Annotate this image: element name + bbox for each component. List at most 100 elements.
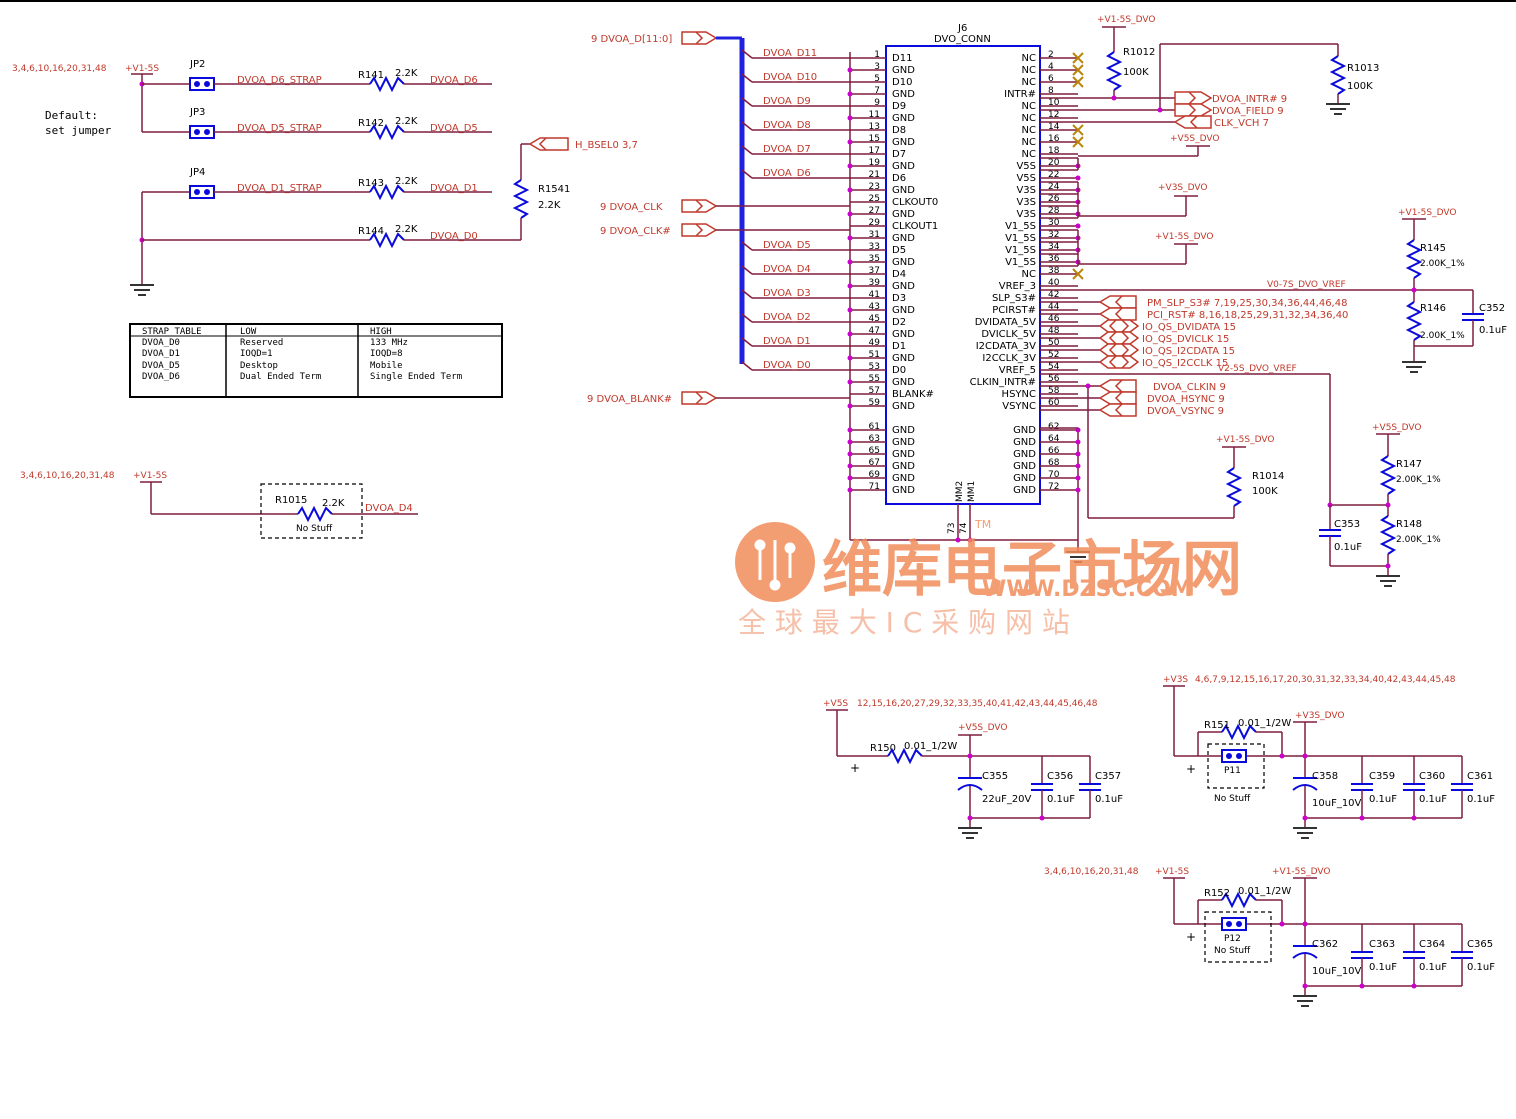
pin-name: D9 xyxy=(892,101,906,112)
c364-ref: C364 xyxy=(1419,939,1445,950)
v15-filter: 3,4,6,10,16,20,31,48 +V1-5S + R152 0.01_… xyxy=(1044,867,1495,1007)
r142-resistor xyxy=(369,123,405,141)
pin-name: NC xyxy=(1022,113,1036,124)
pin-name: D2 xyxy=(892,317,906,328)
r1012-ref: R1012 xyxy=(1123,47,1155,58)
pin-number: 9 xyxy=(874,98,880,108)
p11-jumper xyxy=(1221,749,1247,763)
pin-name: V1_5S xyxy=(1005,221,1036,232)
pin-number: 37 xyxy=(869,266,880,276)
no-connect-mark xyxy=(1072,268,1084,280)
h-bsel0-label: H_BSEL0 3,7 xyxy=(575,140,638,151)
strap-table-high: HIGH xyxy=(370,327,392,337)
r148-ref: R148 xyxy=(1396,519,1422,530)
blank-port xyxy=(681,391,718,405)
p11-nostuff: No Stuff xyxy=(1214,794,1251,804)
watermark: 维库电子市场网 TM WWW.DZSC.COM 全 球 最 大 I C 采 购 … xyxy=(735,518,1242,639)
pin-number: 22 xyxy=(1048,170,1059,180)
no-connect-mark xyxy=(1072,76,1084,88)
v3sdvo-label: +V3S_DVO xyxy=(1158,183,1208,193)
pin-name: SLP_S3# xyxy=(992,293,1036,304)
pin-number: 72 xyxy=(1048,482,1059,492)
c353-val: 0.1uF xyxy=(1334,542,1362,553)
pin-name: V5S xyxy=(1016,161,1036,172)
pin-number: 67 xyxy=(869,458,880,468)
pin-name: NC xyxy=(1022,149,1036,160)
r1014-resistor xyxy=(1225,467,1243,507)
j6-right-network: +V1-5S_DVO R1012 100K R1013 100K xyxy=(1040,15,1507,587)
r152-val: 0.01_1/2W xyxy=(1238,886,1291,897)
c365-ref: C365 xyxy=(1467,939,1493,950)
pin-number: 6 xyxy=(1048,74,1054,84)
pin-number: 64 xyxy=(1048,434,1060,444)
offsheet-label: DVOA_HSYNC 9 xyxy=(1147,394,1225,405)
offsheet-label: DVOA_FIELD 9 xyxy=(1212,106,1284,117)
jp4-jumper xyxy=(189,185,215,199)
net-d4: DVOA_D4 xyxy=(365,503,413,514)
offsheet-port: DVOA_VSYNC 9 xyxy=(1098,403,1224,417)
c360-ref: C360 xyxy=(1419,771,1445,782)
pin-name: V3S xyxy=(1016,209,1036,220)
left-ports: 9 DVOA_CLK 9 DVOA_CLK# 9 DVOA_BLANK# xyxy=(587,199,850,405)
nostuff-box xyxy=(260,483,363,539)
r144-val: 2.2K xyxy=(395,224,418,235)
r1015-nostuff: No Stuff xyxy=(296,524,333,534)
pin-number: 35 xyxy=(869,254,880,264)
pin-number: 55 xyxy=(869,374,880,384)
r141-val: 2.2K xyxy=(395,68,418,79)
v5s-rail-label: +V5S xyxy=(823,699,848,709)
c365-val: 0.1uF xyxy=(1467,962,1495,973)
c352-ref: C352 xyxy=(1479,303,1505,314)
pin-number: 16 xyxy=(1048,134,1060,144)
pin-number: 59 xyxy=(869,398,881,408)
pin-number: 1 xyxy=(874,50,880,60)
watermark-slogan: 全 球 最 大 I C 采 购 网 站 xyxy=(738,606,1070,639)
bus-net-label: DVOA_D6 xyxy=(763,168,811,179)
c359-val: 0.1uF xyxy=(1369,794,1397,805)
c362-ref: C362 xyxy=(1312,939,1338,950)
pin-name: GND xyxy=(1013,461,1036,472)
pin-number: 41 xyxy=(869,290,880,300)
bus-net-label: DVOA_D11 xyxy=(763,48,817,59)
bus-net-label: DVOA_D2 xyxy=(763,312,811,323)
pin-name: GND xyxy=(1013,425,1036,436)
pin-name: GND xyxy=(892,329,915,340)
pin-number: 25 xyxy=(869,194,880,204)
pin-number: 7 xyxy=(874,86,880,96)
v15-filter-rail: +V1-5S xyxy=(1155,867,1189,877)
pin-name: NC xyxy=(1022,77,1036,88)
v5sdvo2-label: +V5S_DVO xyxy=(1372,423,1422,433)
pin-number: 60 xyxy=(1048,398,1060,408)
c353-ref: C353 xyxy=(1334,519,1360,530)
pin-name: DVICLK_5V xyxy=(981,329,1036,340)
offsheet-label: CLK_VCH 7 xyxy=(1214,118,1269,129)
h-bsel0-port xyxy=(528,137,569,151)
pin-number: 69 xyxy=(869,470,881,480)
jp3-jumper xyxy=(189,125,215,139)
pin-number: 20 xyxy=(1048,158,1060,168)
mm2-label: MM2 xyxy=(955,481,965,502)
strap-table: STRAP TABLE LOW HIGH DVOA_D0 Reserved 13… xyxy=(129,323,503,398)
r1013-ref: R1013 xyxy=(1347,63,1379,74)
r1015-refs: 3,4,6,10,16,20,31,48 xyxy=(20,471,115,481)
pin-name: V1_5S xyxy=(1005,233,1036,244)
offsheet-port: CLK_VCH 7 xyxy=(1173,115,1269,129)
bus-net-label: DVOA_D9 xyxy=(763,96,811,107)
pin-number: 5 xyxy=(874,74,880,84)
ground-symbol xyxy=(1402,361,1426,373)
pin-name: GND xyxy=(892,257,915,268)
pin-number: 33 xyxy=(869,242,880,252)
offsheet-port: DVOA_CLKIN 9 xyxy=(1098,379,1226,393)
c358-ref: C358 xyxy=(1312,771,1338,782)
pin-number: 51 xyxy=(869,350,880,360)
jp4-ref: JP4 xyxy=(189,167,205,178)
pin-name: INTR# xyxy=(1004,89,1036,100)
r148-resistor xyxy=(1379,515,1397,555)
j6-ref: J6 xyxy=(957,23,967,34)
net-d6: DVOA_D6 xyxy=(430,75,478,86)
pin-name: GND xyxy=(892,473,915,484)
pin-name: NC xyxy=(1022,53,1036,64)
bus-net-label: DVOA_D5 xyxy=(763,240,811,251)
